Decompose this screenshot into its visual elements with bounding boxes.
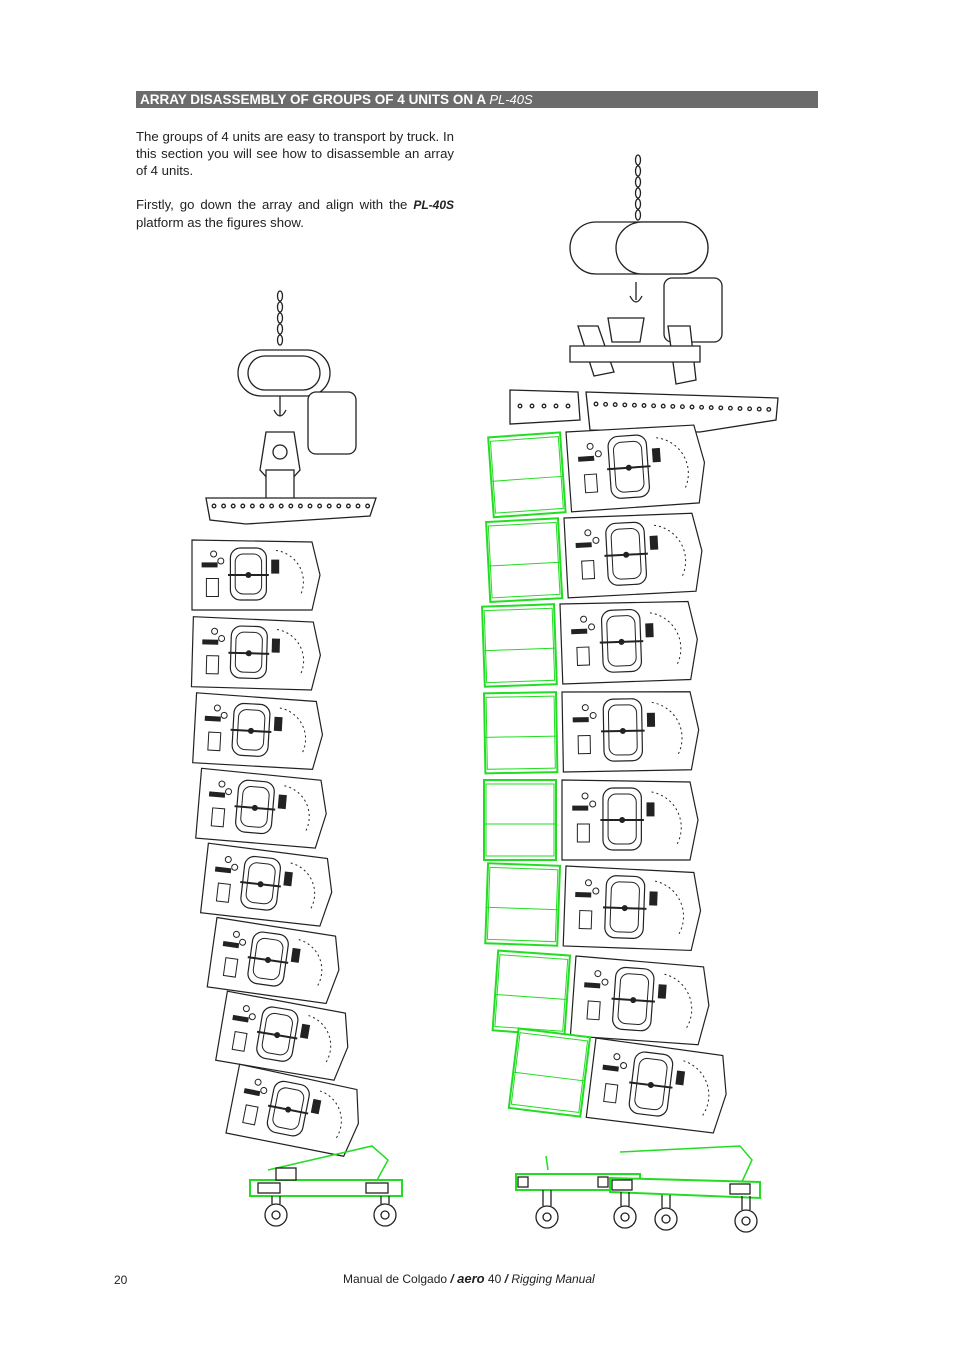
- bumper-hole: [689, 404, 695, 410]
- bumper-hole: [708, 405, 714, 411]
- bumper-hole: [737, 406, 743, 411]
- footer-separator: /: [450, 1272, 454, 1286]
- bumper-hole: [622, 402, 628, 408]
- bumper-hole: [230, 503, 236, 509]
- bumper-hole: [345, 503, 351, 509]
- bumper-hole: [259, 503, 265, 509]
- instruction-text-end: platform as the figures show.: [136, 215, 304, 230]
- bumper-hole: [756, 406, 762, 412]
- left-cart: [249, 1145, 403, 1227]
- footer-title: Manual de Colgado / aero 40 / Rigging Ma…: [343, 1271, 595, 1286]
- bumper-hole: [288, 503, 294, 509]
- left-cabinet: [225, 1063, 359, 1157]
- bumper-hole: [541, 403, 547, 409]
- right-hoist: [569, 221, 723, 385]
- bumper-hole: [670, 403, 676, 409]
- bumper-hole: [278, 503, 284, 509]
- right-cabinet: [483, 779, 699, 861]
- bumper-hole: [641, 403, 647, 408]
- bumper-hole: [727, 405, 733, 411]
- left-bumper-holes: [211, 503, 371, 509]
- footer-brand: aero: [457, 1271, 485, 1286]
- left-cabinet: [192, 692, 324, 771]
- right-cabinet: [484, 862, 702, 952]
- right-cart: [515, 1145, 761, 1233]
- bumper-hole: [603, 401, 609, 407]
- left-chain: [276, 290, 284, 346]
- bumper-hole: [699, 404, 705, 410]
- left-cabinet: [195, 767, 327, 849]
- right-cabinet: [485, 512, 703, 604]
- bumper-hole: [612, 402, 618, 408]
- section-title-model: PL-40S: [489, 92, 533, 107]
- left-cabinets: [190, 539, 359, 1157]
- bumper-hole: [517, 403, 523, 409]
- bumper-hole: [529, 403, 535, 409]
- left-bumper: [205, 497, 377, 525]
- section-title: ARRAY DISASSEMBLY OF GROUPS OF 4 UNITS O…: [140, 92, 486, 107]
- instruction-text-start: Firstly, go down the array and align wit…: [136, 197, 408, 212]
- intro-paragraph: The groups of 4 units are easy to transp…: [136, 129, 454, 178]
- page-number: 20: [114, 1273, 128, 1287]
- bumper-hole: [660, 403, 666, 409]
- right-cabinet: [507, 1027, 727, 1134]
- left-cabinet: [206, 916, 340, 1005]
- left-cabinet: [199, 842, 333, 927]
- bumper-hole: [221, 503, 227, 509]
- right-array-figure: [481, 154, 779, 1233]
- right-cabinet: [491, 949, 710, 1046]
- bumper-hole: [766, 406, 772, 412]
- left-hoist: [237, 349, 357, 501]
- right-chain: [634, 154, 642, 221]
- bumper-hole: [249, 503, 255, 509]
- bumper-hole: [747, 406, 753, 412]
- bumper-hole: [240, 503, 246, 509]
- footer-en-label: Rigging Manual: [511, 1272, 595, 1286]
- bumper-hole: [336, 503, 342, 509]
- bumper-hole: [326, 503, 332, 509]
- bumper-hole: [355, 503, 361, 509]
- right-cabinet: [482, 691, 700, 775]
- bumper-hole: [269, 503, 275, 509]
- right-cabinets: [481, 424, 727, 1134]
- right-cabinet: [487, 424, 706, 519]
- bumper-hole: [307, 503, 313, 509]
- bumper-hole: [553, 403, 559, 409]
- right-bumper: [509, 389, 779, 433]
- left-cabinet: [191, 539, 321, 611]
- footer-model-number: 40: [487, 1272, 502, 1286]
- right-bumper-holes: [517, 401, 772, 412]
- instruction-model: PL-40S: [413, 198, 454, 212]
- bumper-hole: [317, 503, 323, 509]
- bumper-hole: [651, 403, 657, 409]
- bumper-hole: [593, 401, 599, 407]
- left-cabinet: [215, 990, 349, 1081]
- bumper-hole: [365, 503, 371, 509]
- left-array-figure: [190, 290, 403, 1227]
- instruction-paragraph: Firstly, go down the array and align wit…: [136, 196, 454, 231]
- right-cabinet: [481, 600, 698, 688]
- section-heading: ARRAY DISASSEMBLY OF GROUPS OF 4 UNITS O…: [136, 91, 818, 108]
- left-cabinet: [190, 616, 321, 691]
- bumper-hole: [297, 503, 303, 509]
- bumper-hole: [565, 403, 571, 409]
- bumper-hole: [679, 404, 685, 410]
- bumper-hole: [211, 503, 217, 509]
- bumper-hole: [718, 405, 724, 411]
- bumper-hole: [631, 402, 637, 408]
- footer-es-label: Manual de Colgado: [343, 1272, 448, 1286]
- footer-separator-2: /: [504, 1272, 508, 1286]
